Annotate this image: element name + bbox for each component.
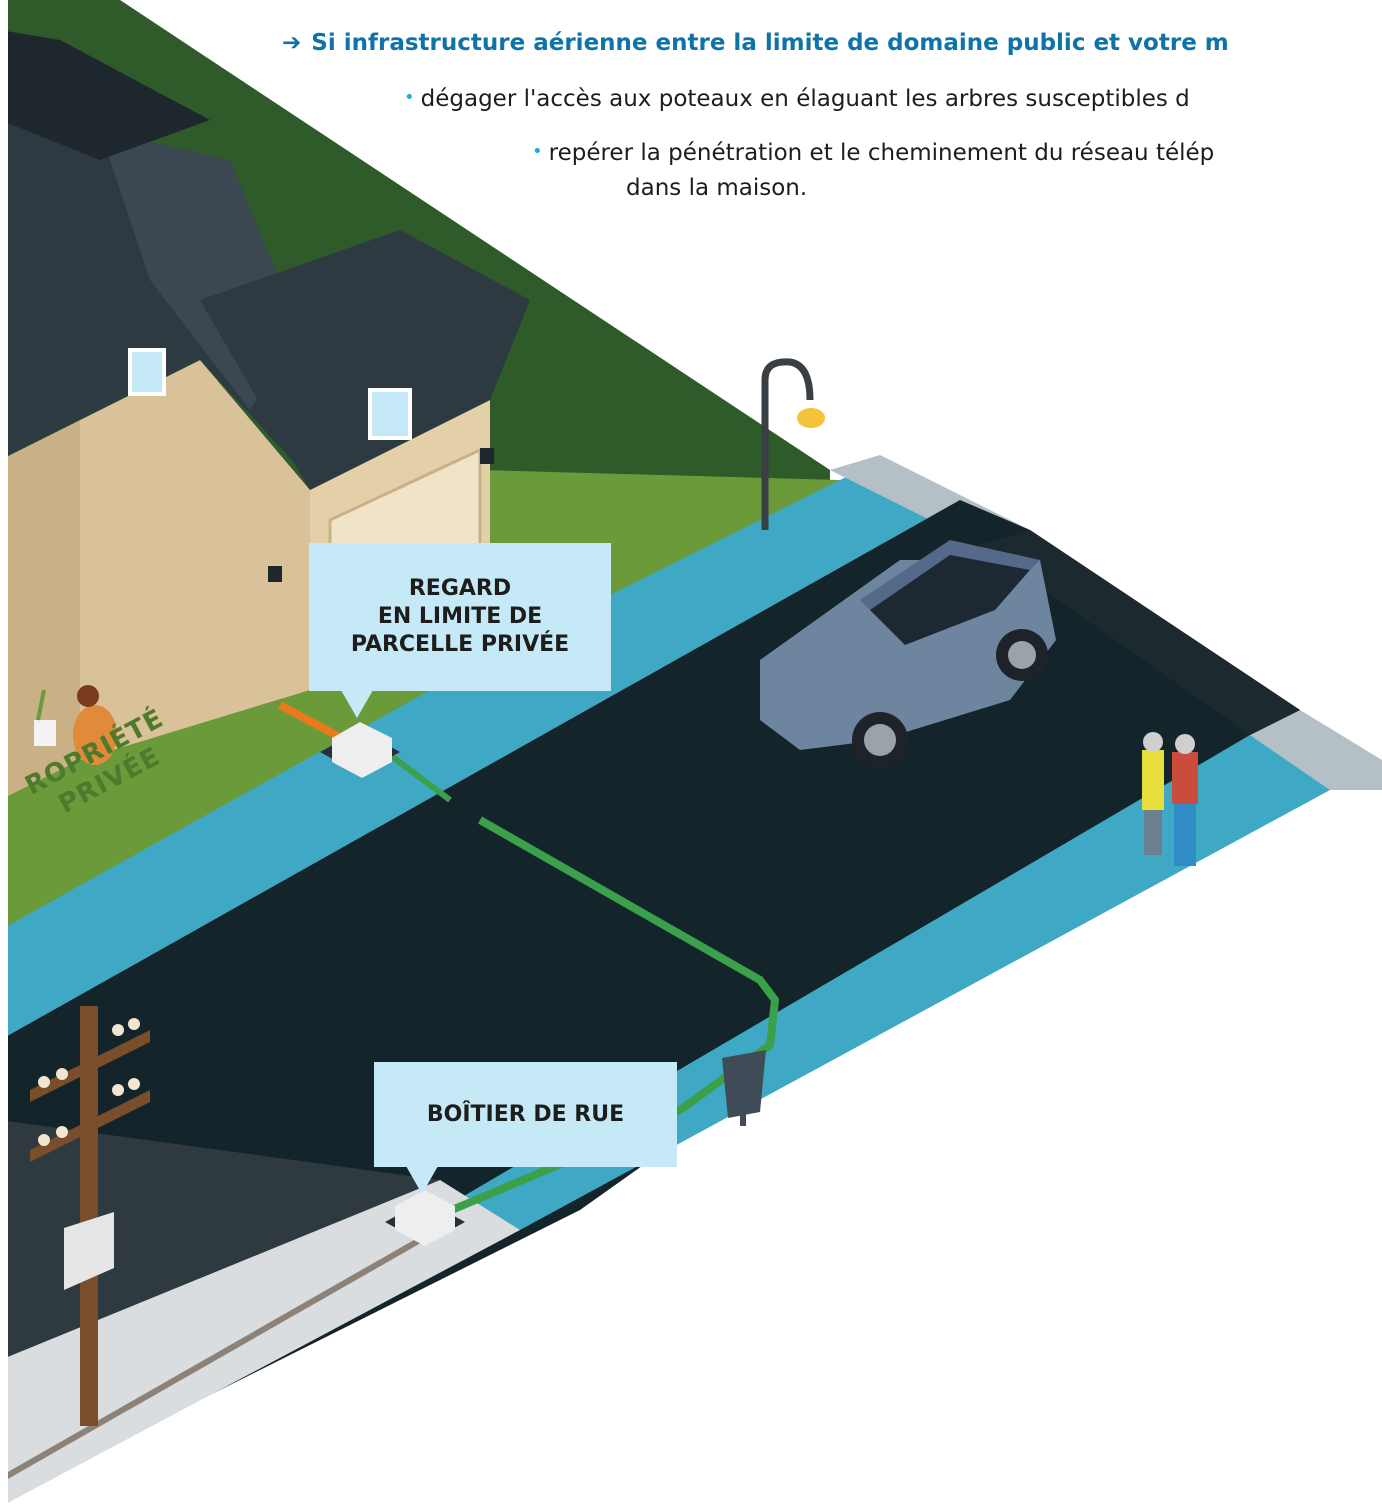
bullet-dot-icon: • bbox=[404, 87, 415, 108]
callout-regard-line-2: EN LIMITE DE bbox=[377, 604, 543, 629]
road-lower bbox=[0, 1120, 440, 1360]
lamp-right bbox=[480, 448, 494, 464]
arrow-right-icon: ➔ bbox=[282, 30, 302, 56]
sidewalk-lower bbox=[0, 1180, 520, 1507]
roof-dark bbox=[0, 30, 210, 160]
window-upper-right bbox=[368, 388, 412, 440]
car-windows bbox=[870, 555, 1030, 645]
pole-crossarm-1 bbox=[30, 1030, 150, 1102]
house-wall-main bbox=[80, 360, 310, 760]
callout-regard-line-3: PARCELLE PRIVÉE bbox=[350, 632, 570, 657]
sidewalk-private bbox=[0, 470, 960, 1040]
left-border bbox=[0, 0, 8, 1507]
window-upper-left bbox=[128, 348, 166, 396]
bullet-item: •dégager l'accès aux poteaux en élaguant… bbox=[404, 86, 1190, 112]
trash-bin-post bbox=[740, 1110, 746, 1126]
street-lamp-light bbox=[797, 408, 825, 428]
regard-box bbox=[332, 722, 392, 778]
callout-pointer bbox=[341, 690, 373, 718]
road-edge bbox=[980, 530, 1300, 735]
callout-boitier-label: BOÎTIER DE RUE bbox=[426, 1101, 625, 1127]
section-heading: ➔ Si infrastructure aérienne entre la lim… bbox=[282, 30, 1229, 56]
callout-boitier: BOÎTIER DE RUE bbox=[374, 1062, 677, 1194]
bullet-text: dégager l'accès aux poteaux en élaguant … bbox=[420, 86, 1190, 112]
bullet-item: •repérer la pénétration et le cheminemen… bbox=[532, 140, 1214, 166]
lamp-left bbox=[268, 566, 282, 582]
street-lamp-pole bbox=[761, 358, 814, 530]
person-woman bbox=[1142, 750, 1164, 810]
bullet-text-continuation: dans la maison. bbox=[626, 175, 808, 201]
callout-regard-line-1: REGARD bbox=[408, 576, 512, 601]
boitier-box bbox=[395, 1190, 455, 1246]
house-wall-left bbox=[0, 420, 80, 800]
utility-pole bbox=[80, 1006, 98, 1426]
person-man bbox=[1172, 752, 1198, 804]
bullet-text: repérer la pénétration et le cheminement… bbox=[548, 140, 1215, 166]
bullet-dot-icon: • bbox=[532, 141, 543, 162]
cable-orange bbox=[278, 701, 347, 744]
roof-garage bbox=[200, 230, 530, 490]
heading-text: Si infrastructure aérienne entre la limi… bbox=[311, 30, 1229, 56]
cable-gray bbox=[0, 1237, 422, 1483]
trash-bin bbox=[722, 1050, 766, 1118]
pole-crossarm-2 bbox=[30, 1090, 150, 1162]
gardener bbox=[73, 705, 117, 765]
callout-regard: REGARD EN LIMITE DE PARCELLE PRIVÉE bbox=[309, 543, 611, 718]
pole-box bbox=[64, 1212, 114, 1290]
callout-pointer bbox=[406, 1166, 438, 1194]
